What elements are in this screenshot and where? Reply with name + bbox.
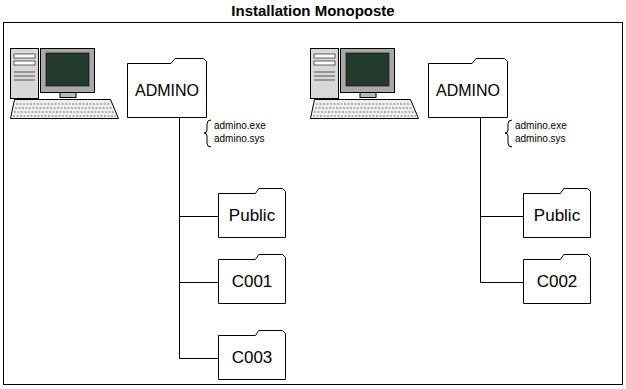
file-name: admino.sys [515, 133, 566, 145]
tree-line [180, 118, 219, 217]
folder-box: Public [523, 188, 591, 238]
folder-box: ADMINO [428, 58, 508, 118]
brace [505, 120, 512, 147]
computer-icon [311, 49, 419, 119]
folder-name: ADMINO [135, 82, 199, 100]
title: Installation Monoposte [0, 2, 626, 19]
tree-line [481, 118, 524, 217]
folder-name: C003 [232, 348, 273, 368]
folder-name: Public [534, 206, 580, 226]
folder-name: C001 [232, 272, 273, 292]
file-name: admino.exe [214, 120, 266, 132]
folder-name: C002 [537, 272, 578, 292]
tree-line [180, 118, 219, 359]
folder-box: C003 [218, 330, 286, 380]
folder-name: ADMINO [436, 82, 500, 100]
file-name: admino.exe [515, 120, 567, 132]
brace [204, 120, 211, 147]
folder-box: ADMINO [127, 58, 207, 118]
computer-icon [11, 49, 119, 119]
folder-box: C001 [218, 254, 286, 304]
folder-name: Public [229, 206, 275, 226]
frame [4, 23, 623, 385]
tree-line [180, 118, 219, 283]
folder-box: C002 [523, 254, 591, 304]
file-name: admino.sys [214, 133, 265, 145]
folder-box: Public [218, 188, 286, 238]
